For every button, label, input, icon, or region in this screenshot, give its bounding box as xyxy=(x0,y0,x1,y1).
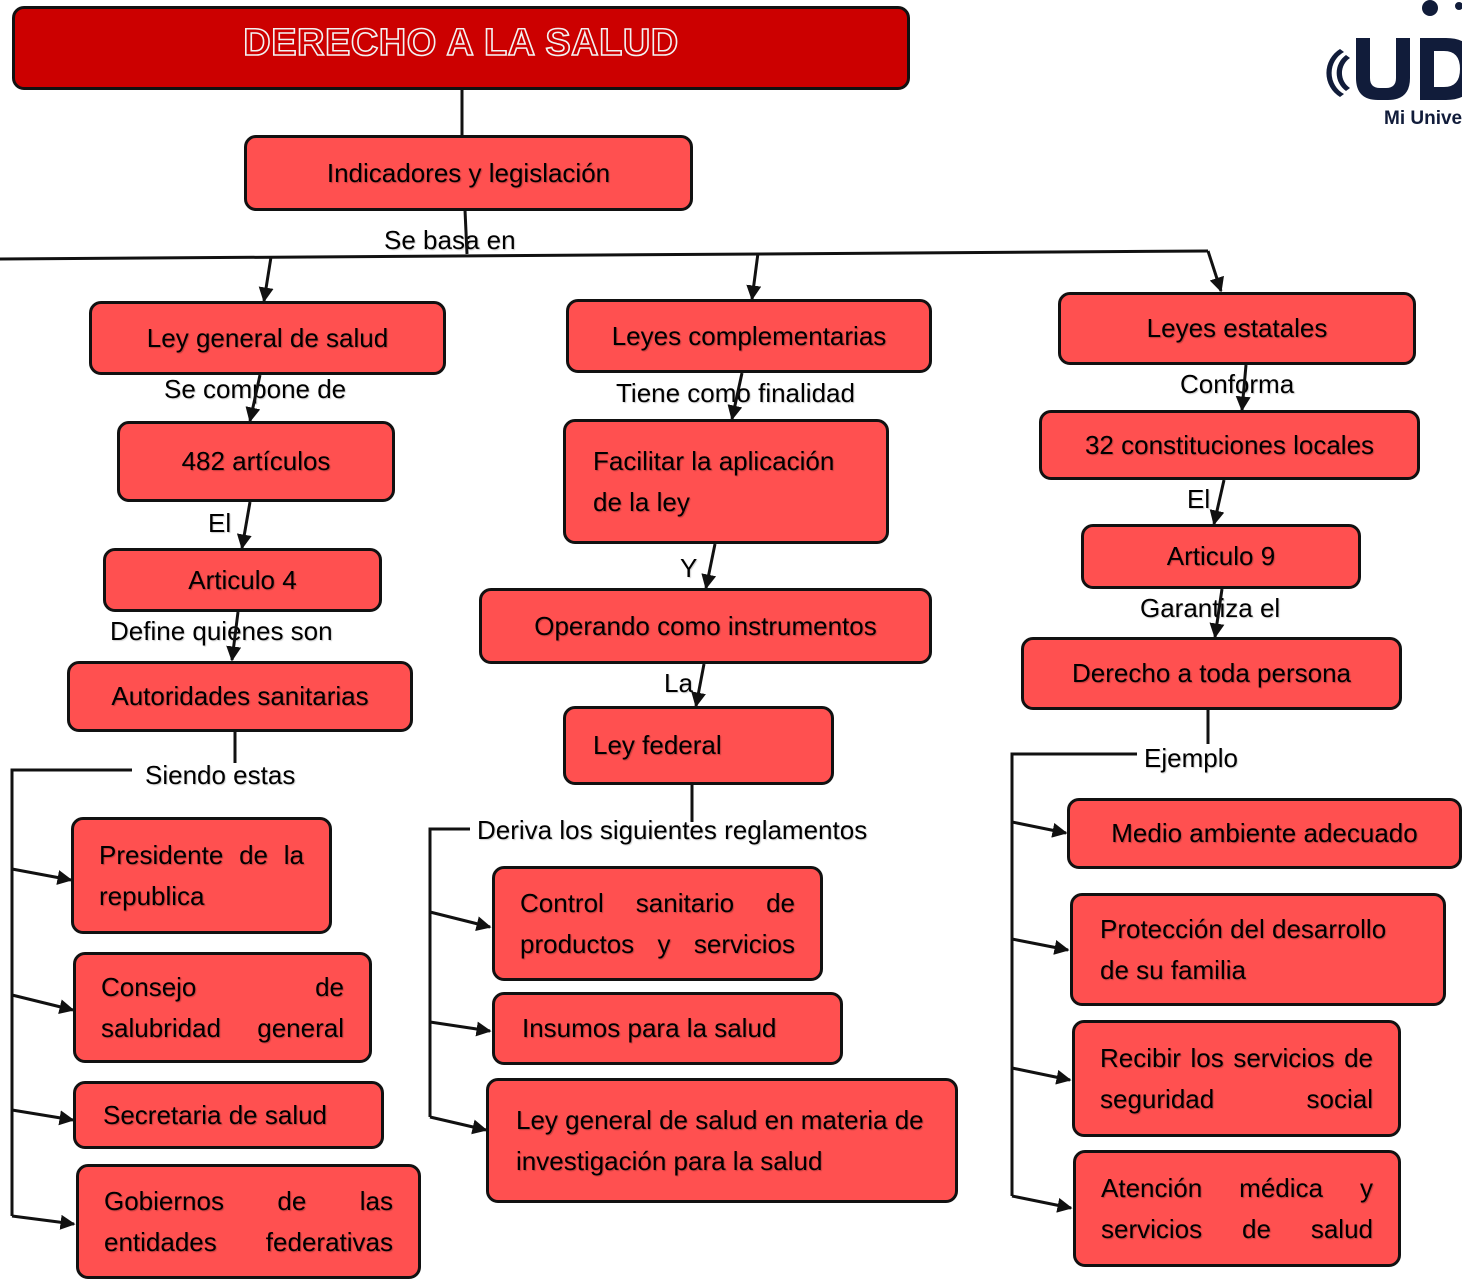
connector xyxy=(10,768,132,1216)
branch-3-item-4-label: Atención médica y servicios de salud xyxy=(1101,1172,1373,1244)
arrow xyxy=(691,663,706,708)
branch-3-link-2: El xyxy=(1187,484,1211,514)
branch-1-node-3: Autoridades sanitarias xyxy=(67,661,413,732)
branch-1-node-2-label: Articulo 4 xyxy=(188,564,297,595)
arrow xyxy=(1206,250,1224,293)
branch-3-node-1: 32 constituciones locales xyxy=(1039,410,1420,480)
branch-3-node-2-label: Articulo 9 xyxy=(1166,541,1276,571)
branch-2-node-2: Operando como instrumentos xyxy=(479,588,932,664)
branch-1-link-4: Siendo estas xyxy=(145,760,296,790)
branch-2-link-3: La xyxy=(664,668,693,698)
branch-1-node-1: 482 artículos xyxy=(117,421,395,502)
arrow xyxy=(1011,1194,1073,1213)
arrow xyxy=(1011,820,1068,838)
branch-3-head: Leyes estatales xyxy=(1058,292,1416,365)
branch-1-item-4: Gobiernos de las entidades federativas xyxy=(76,1164,421,1279)
branch-3-node-3: Derecho a toda persona xyxy=(1021,637,1402,710)
arrow xyxy=(11,1214,76,1230)
arrow xyxy=(746,252,762,301)
logo-caption: Mi Unive xyxy=(1384,108,1462,129)
arrow xyxy=(11,993,75,1015)
branch-2-item-1: Control sanitario de productos y servici… xyxy=(492,866,823,981)
arrow xyxy=(429,1115,488,1135)
branch-3-node-2: Articulo 9 xyxy=(1081,524,1361,589)
branch-2-node-3-label: Ley federal xyxy=(593,730,722,760)
branch-3-head-label: Leyes estatales xyxy=(1146,313,1328,343)
branch-3-item-3: Recibir los servicios de seguridad socia… xyxy=(1072,1020,1401,1137)
connector xyxy=(428,827,470,1117)
arrow xyxy=(245,374,262,423)
branch-1-node-3-label: Autoridades sanitarias xyxy=(111,681,369,711)
root-node-label: Indicadores y legislación xyxy=(326,157,611,188)
arrow xyxy=(1235,364,1251,412)
branch-2-node-2-label: Operando como instrumentos xyxy=(534,610,877,641)
branch-2-node-1: Facilitar la aplicación de la ley xyxy=(563,419,889,544)
connector xyxy=(463,209,469,255)
branch-1-head-label: Ley general de salud xyxy=(146,322,389,353)
branch-3-item-1-label: Medio ambiente adecuado xyxy=(1111,818,1418,848)
branch-1-link-2: El xyxy=(208,508,232,538)
university-logo xyxy=(1326,0,1462,160)
branch-1-node-1-label: 482 artículos xyxy=(181,446,331,476)
arrow xyxy=(429,910,492,932)
arrow xyxy=(429,1020,492,1037)
arrow xyxy=(1011,937,1070,955)
connector xyxy=(0,249,1209,261)
arrow xyxy=(701,543,717,590)
arrow xyxy=(258,256,274,303)
arrow xyxy=(727,372,744,421)
branch-3-node-3-label: Derecho a toda persona xyxy=(1072,658,1351,688)
branch-2-head-label: Leyes complementarias xyxy=(611,320,887,351)
arrow xyxy=(236,501,252,550)
branch-3-item-2-label: Protección del desarrollo de su familia xyxy=(1100,913,1387,985)
branch-1-head: Ley general de salud xyxy=(89,301,446,375)
branch-2-item-2-label: Insumos para la salud xyxy=(522,1013,777,1043)
arrow xyxy=(1011,1066,1072,1085)
branch-2-link-2: Y xyxy=(680,553,698,583)
branch-3-item-2: Protección del desarrollo de su familia xyxy=(1070,893,1446,1006)
branch-1-link-3: Define quienes son xyxy=(110,616,333,646)
branch-2-item-1-label: Control sanitario de productos y servici… xyxy=(520,887,795,959)
branch-1-node-2: Articulo 4 xyxy=(103,548,382,612)
arrow xyxy=(1209,479,1226,526)
branch-3-item-4: Atención médica y servicios de salud xyxy=(1073,1150,1401,1267)
branch-1-item-3: Secretaria de salud xyxy=(73,1081,384,1149)
branch-2-node-1-label: Facilitar la aplicación de la ley xyxy=(593,445,835,517)
branch-2-head: Leyes complementarias xyxy=(566,299,932,373)
root-node: Indicadores y legislación xyxy=(244,135,693,211)
branch-3-link-4: Ejemplo xyxy=(1144,743,1238,773)
arrow xyxy=(1209,588,1225,639)
arrow xyxy=(226,611,242,662)
root-link-label: Se basa en xyxy=(384,225,516,255)
branch-3-link-3: Garantiza el xyxy=(1140,593,1281,623)
branch-3-node-1-label: 32 constituciones locales xyxy=(1084,429,1375,460)
branch-2-link-4: Deriva los siguientes reglamentos xyxy=(477,815,868,845)
branch-3-item-1: Medio ambiente adecuado xyxy=(1067,798,1462,869)
branch-2-node-3: Ley federal xyxy=(563,706,834,785)
branch-2-item-2: Insumos para la salud xyxy=(492,992,843,1065)
branch-1-item-1: Presidente de la republica xyxy=(71,817,332,934)
connector xyxy=(1010,752,1137,1196)
arrow xyxy=(11,1108,75,1126)
branch-2-item-3: Ley general de salud en materia de inves… xyxy=(486,1078,958,1203)
branch-1-item-2-label: Consejo de salubridad general xyxy=(101,971,344,1043)
title-box: DERECHO A LA SALUD xyxy=(12,6,910,90)
title-text: DERECHO A LA SALUD xyxy=(242,21,679,65)
branch-2-item-3-label: Ley general de salud en materia de inves… xyxy=(516,1104,924,1176)
branch-3-item-3-label: Recibir los servicios de seguridad socia… xyxy=(1100,1042,1373,1114)
branch-3-link-1: Conforma xyxy=(1180,369,1295,399)
branch-1-item-1-label: Presidente de la republica xyxy=(99,839,304,911)
branch-1-item-2: Consejo de salubridad general xyxy=(73,952,372,1063)
branch-1-item-4-label: Gobiernos de las entidades federativas xyxy=(104,1185,393,1257)
branch-1-item-3-label: Secretaria de salud xyxy=(103,1099,328,1130)
arrow xyxy=(11,867,73,885)
